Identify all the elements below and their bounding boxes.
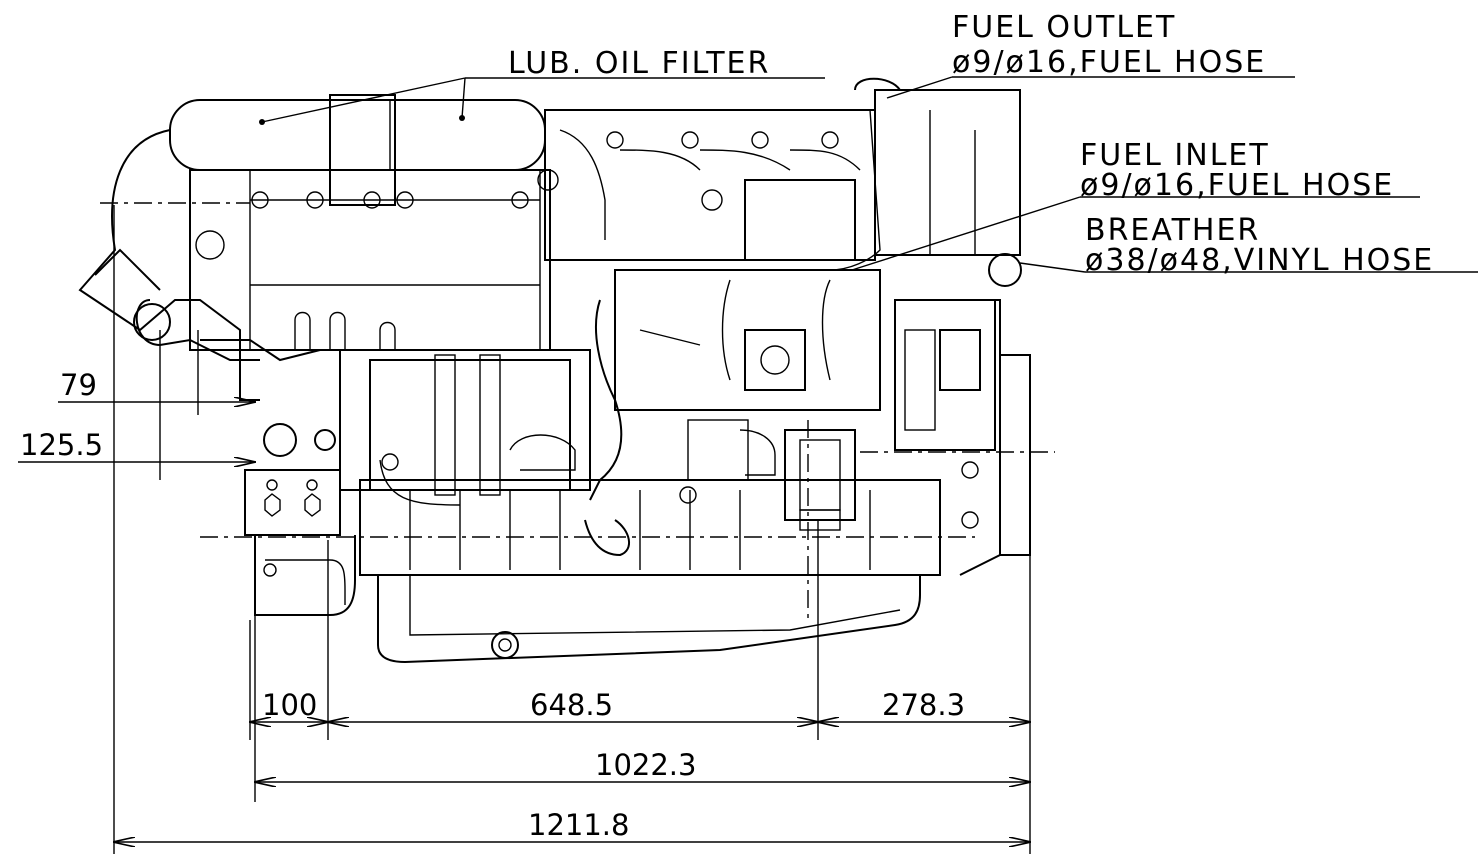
dim-1022-3: 1022.3 [595, 748, 696, 782]
label-fuel-inlet: FUEL INLET [1080, 138, 1270, 173]
engine-outline [78, 77, 1031, 664]
label-lub-oil-filter: LUB. OIL FILTER [508, 46, 770, 81]
centerlines [100, 202, 1055, 620]
dim-648-5: 648.5 [530, 688, 613, 722]
label-fuel-outlet-spec: ø9/ø16,FUEL HOSE [952, 45, 1266, 80]
dim-79: 79 [60, 368, 97, 402]
label-breather: BREATHER [1085, 213, 1260, 248]
label-fuel-inlet-spec: ø9/ø16,FUEL HOSE [1080, 168, 1394, 203]
dim-278-3: 278.3 [882, 688, 965, 722]
label-fuel-outlet: FUEL OUTLET [952, 10, 1176, 45]
label-breather-spec: ø38/ø48,VINYL HOSE [1085, 243, 1434, 278]
dim-100: 100 [262, 688, 317, 722]
callout-leaders [259, 76, 1478, 273]
dim-1211-8: 1211.8 [528, 808, 629, 842]
dim-125-5: 125.5 [20, 428, 103, 462]
dimension-lines [18, 205, 1030, 854]
